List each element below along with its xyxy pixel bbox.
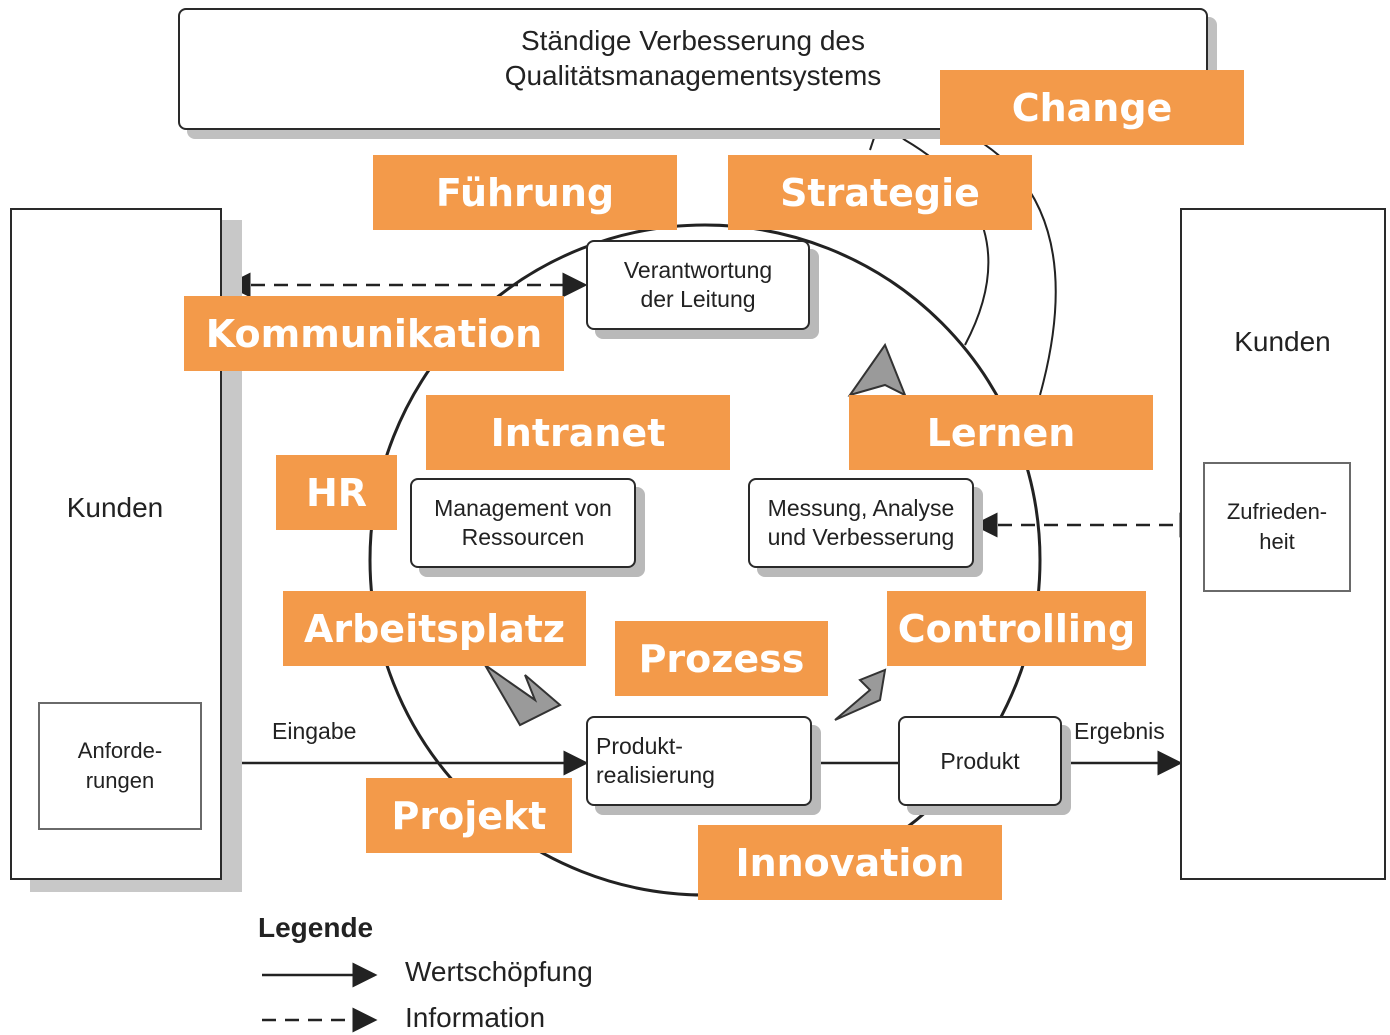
tag-arbeitsplatz: Arbeitsplatz <box>283 591 586 666</box>
tag-innovation: Innovation <box>698 825 1002 900</box>
requirements-box: Anforde- rungen <box>38 702 202 830</box>
leadership-box: Verantwortung der Leitung <box>586 240 810 330</box>
tag-strategie: Strategie <box>728 155 1032 230</box>
measurement-box: Messung, Analyse und Verbesserung <box>748 478 974 568</box>
right-customers-label: Kunden <box>1234 326 1331 357</box>
input-label: Eingabe <box>272 718 357 744</box>
tag-prozess: Prozess <box>615 621 828 696</box>
improvement-arc-outer <box>959 129 1057 396</box>
tag-intranet: Intranet <box>426 395 730 470</box>
cycle-arrow-top <box>847 342 907 398</box>
tag-hr: HR <box>276 455 397 530</box>
tag-projekt: Projekt <box>366 778 572 853</box>
cycle-arrow-left <box>484 664 562 727</box>
tag-controlling: Controlling <box>887 591 1146 666</box>
left-customers-label: Kunden <box>66 492 164 523</box>
realization-box: Produkt- realisierung <box>586 716 812 806</box>
cycle-arrow-right <box>834 668 887 721</box>
resources-box: Management von Ressourcen <box>410 478 636 568</box>
product-box: Produkt <box>898 716 1062 806</box>
tag-fuehrung: Führung <box>373 155 677 230</box>
legend-information: Information <box>405 1002 546 1033</box>
tag-change: Change <box>940 70 1244 145</box>
legend-value-creation: Wertschöpfung <box>405 956 593 987</box>
tag-lernen: Lernen <box>849 395 1153 470</box>
output-label: Ergebnis <box>1074 718 1165 744</box>
satisfaction-box: Zufrieden- heit <box>1203 462 1351 592</box>
realization-label: Produkt- realisierung <box>596 733 715 788</box>
legend-title: Legende <box>258 912 374 943</box>
tag-kommunikation: Kommunikation <box>184 296 564 371</box>
